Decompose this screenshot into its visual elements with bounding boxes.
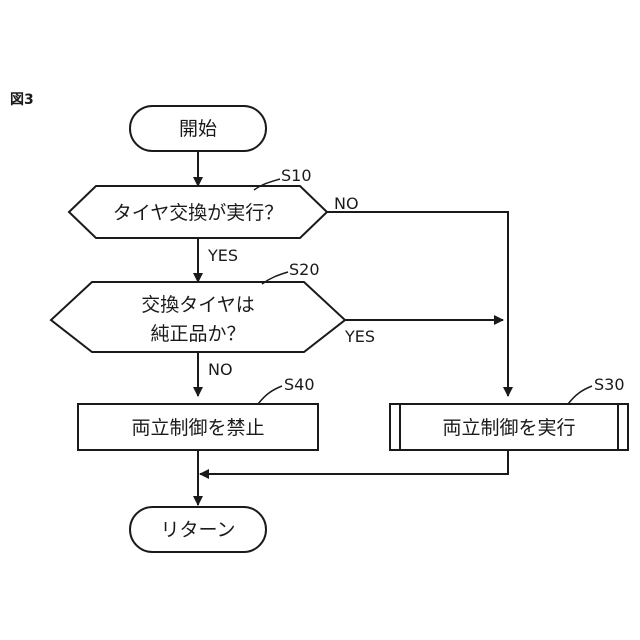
s40-leader-line	[258, 386, 282, 404]
s10-yes-label: YES	[207, 246, 238, 265]
edge-s30-merge	[200, 450, 508, 474]
s30-leader-line	[568, 386, 592, 404]
process-s40-label: 両立制御を禁止	[131, 417, 264, 439]
s10-step-label: S10	[281, 166, 312, 185]
s40-step-label: S40	[284, 375, 315, 394]
decision-s20-line1: 交換タイヤは	[141, 294, 254, 316]
edge-s10-no-to-right-rail	[327, 212, 508, 396]
s20-step-label: S20	[289, 260, 320, 279]
s10-no-label: NO	[334, 194, 359, 213]
s20-no-label: NO	[208, 360, 233, 379]
decision-s10-label: タイヤ交換が実行？	[113, 202, 283, 224]
decision-s20-line2: 純正品か？	[150, 323, 245, 345]
figure-label: 図3	[10, 92, 34, 108]
s30-step-label: S30	[594, 375, 625, 394]
start-label: 開始	[179, 118, 217, 140]
end-label: リターン	[160, 519, 235, 541]
s20-yes-label: YES	[344, 327, 375, 346]
process-s30-label: 両立制御を実行	[442, 417, 575, 439]
